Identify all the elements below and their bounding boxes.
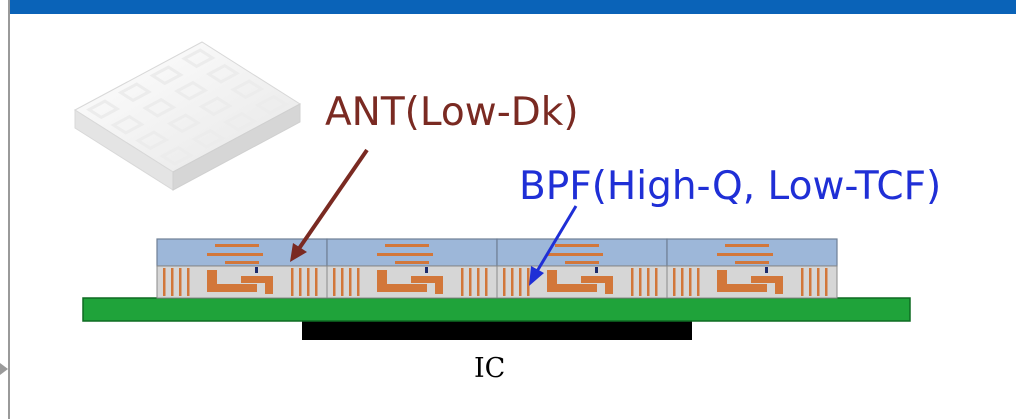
tile-pad <box>149 65 184 86</box>
bpf-label: BPF(High-Q, Low-TCF) <box>519 164 942 209</box>
antenna-filter-module <box>156 238 328 299</box>
tile-pad <box>181 48 216 69</box>
tile-pad <box>223 111 258 132</box>
tile-pad <box>86 99 121 120</box>
tile-pad <box>142 97 177 118</box>
tile-pad <box>254 94 289 115</box>
tile-pad <box>110 114 145 135</box>
bpf-pointer-arrow <box>529 205 578 286</box>
antenna-filter-module <box>666 238 838 299</box>
tile-pad <box>191 128 226 149</box>
tile-pad <box>135 130 170 151</box>
ant-label: ANT(Low-Dk) <box>325 90 579 135</box>
window-left-border <box>0 0 10 419</box>
ceramic-tile-image <box>74 41 301 191</box>
tile-pad <box>198 96 233 117</box>
tile-pad <box>174 80 209 101</box>
ic-label: IC <box>474 353 506 384</box>
module-row <box>156 238 838 299</box>
antenna-module-diagram <box>74 41 911 340</box>
antenna-filter-module <box>496 238 668 299</box>
tile-pad <box>230 79 265 100</box>
header-bar <box>10 0 1016 14</box>
tile-pad <box>166 113 201 134</box>
antenna-filter-module <box>326 238 498 299</box>
pcb-substrate <box>82 297 911 322</box>
tile-pad <box>159 145 194 166</box>
ant-pointer-arrow <box>290 148 369 262</box>
tile-pad <box>117 82 152 103</box>
tile-pad <box>205 63 240 84</box>
slide-pointer-icon <box>0 363 8 375</box>
ic-chip <box>302 321 692 340</box>
